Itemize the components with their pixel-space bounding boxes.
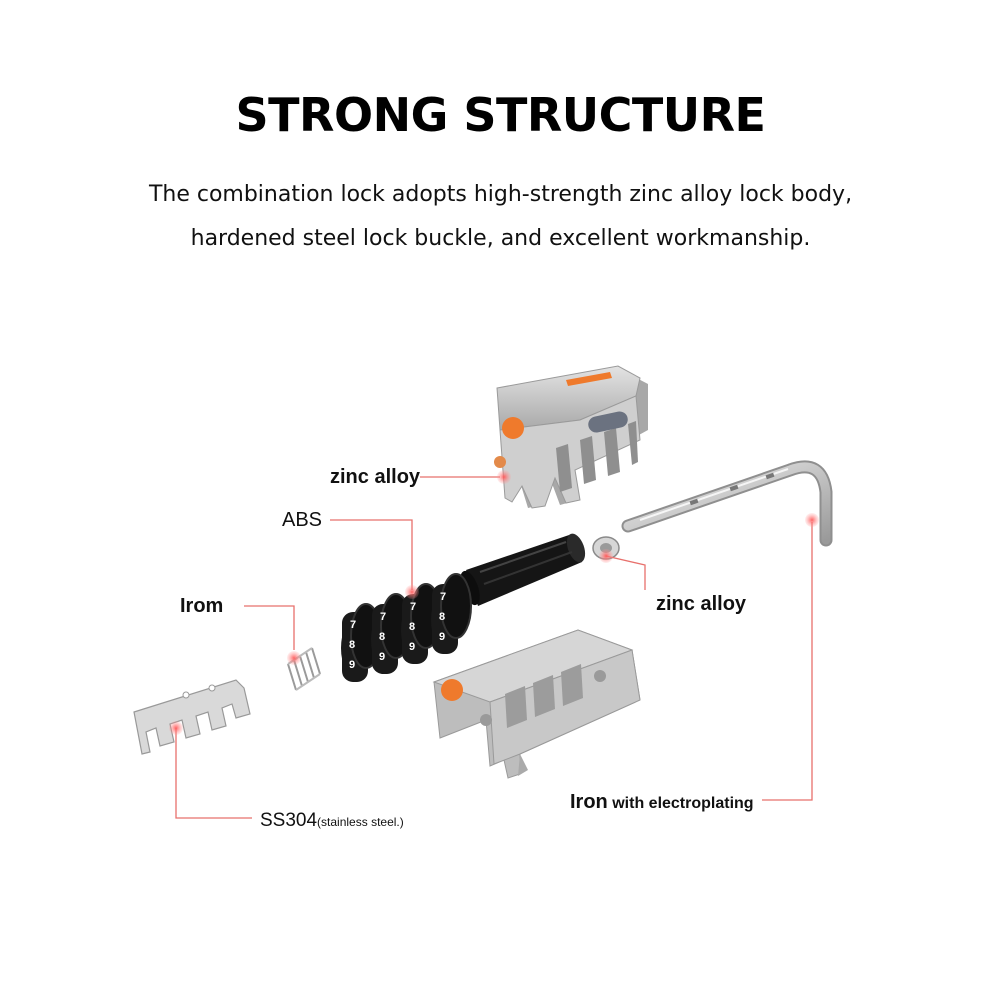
dial-digit: 9 [409,641,415,653]
label-ss304: SS304(stainless steel.) [260,810,404,831]
dial-digit: 9 [379,651,385,663]
page-title: STRONG STRUCTURE [235,88,766,142]
label-iron-main: Iron [570,791,608,813]
dial-digit: 8 [379,631,385,643]
dial-wheels: 7 8 9 7 8 9 7 8 9 7 8 9 [341,573,472,682]
label-zinc-alloy-right: zinc alloy [656,593,747,615]
dial-digit: 8 [349,639,355,651]
label-irom: Irom [180,595,223,617]
label-abs: ABS [282,509,322,531]
dial-digit: 7 [410,601,416,613]
label-ss304-main: SS304 [260,810,317,831]
dial-digit: 9 [439,631,445,643]
dial-digit: 8 [409,621,415,633]
dial-digit: 7 [350,619,356,631]
top-lock-body [494,365,648,509]
dial-digit: 8 [439,611,445,623]
callout-markers [169,470,819,735]
dial-digit: 7 [440,591,446,603]
label-iron-note: with electroplating [608,795,754,812]
bottom-lock-body [432,629,641,779]
label-iron: Iron with electroplating [570,791,754,813]
dial-digit: 9 [349,659,355,671]
label-zinc-alloy-top: zinc alloy [330,466,421,488]
abs-barrel [460,533,586,606]
shackle [592,460,833,560]
orange-pin-icon [441,679,463,701]
subtitle-line-1: The combination lock adopts high-strengt… [148,182,853,207]
label-ss304-note: (stainless steel.) [317,815,404,829]
ss304-plate [133,679,251,755]
orange-button-icon [502,417,524,439]
subtitle-line-2: hardened steel lock buckle, and excellen… [190,226,811,251]
leader-lines [175,476,813,819]
dial-digit: 7 [380,611,386,623]
